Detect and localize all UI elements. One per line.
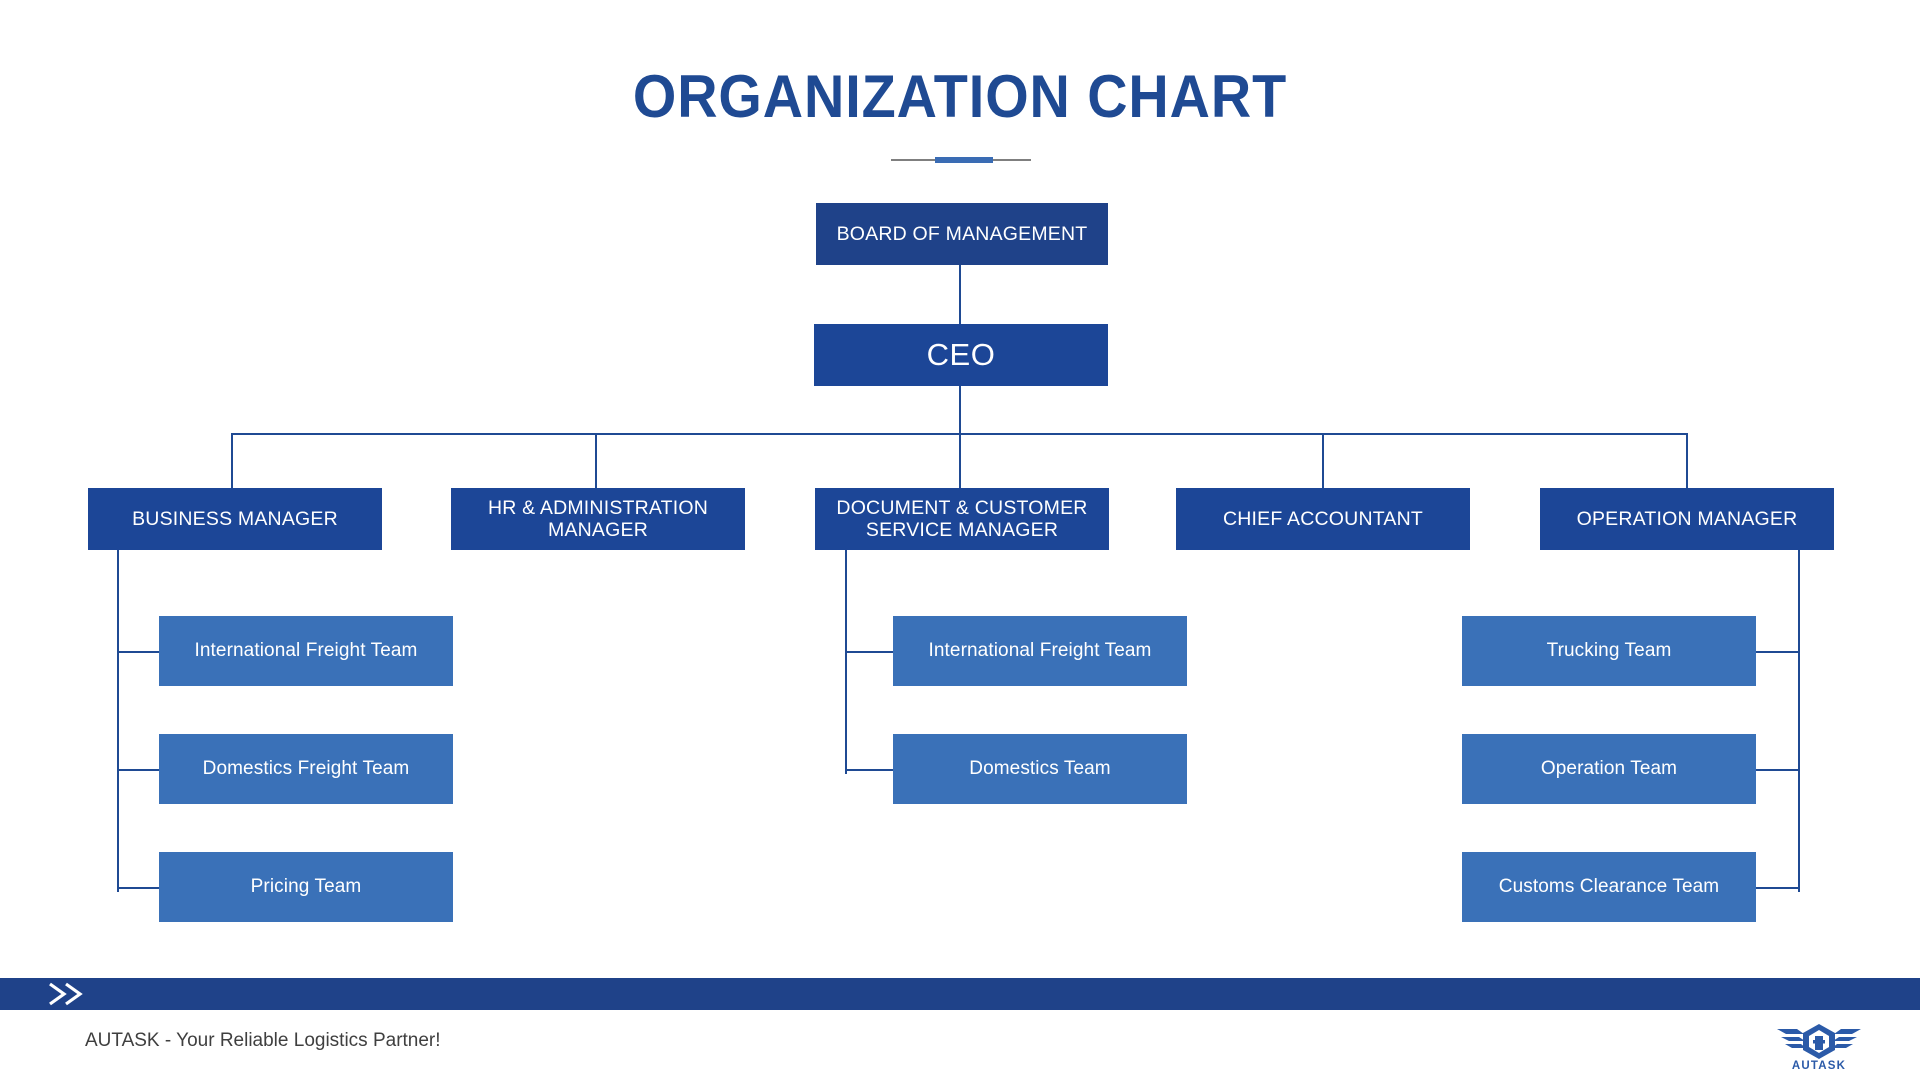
node-document-customer-service-manager[interactable]: DOCUMENT & CUSTOMER SERVICE MANAGER — [815, 488, 1109, 550]
node-label: Operation Team — [1540, 758, 1678, 780]
node-label-line1: DOCUMENT & CUSTOMER — [836, 496, 1088, 519]
connector-drop-hr-admin-manager — [595, 433, 597, 488]
node-hr-administration-manager[interactable]: HR & ADMINISTRATION MANAGER — [451, 488, 745, 550]
node-label: DOCUMENT & CUSTOMER SERVICE MANAGER — [836, 497, 1087, 542]
footer-bar — [0, 978, 1920, 1010]
connector-operation-team-2 — [1756, 769, 1800, 771]
node-document-international-freight-team[interactable]: International Freight Team — [893, 616, 1187, 686]
node-operation-manager[interactable]: OPERATION MANAGER — [1540, 488, 1834, 550]
connector-spine-business-manager — [117, 550, 119, 892]
node-label: International Freight Team — [194, 640, 418, 662]
autask-logo-text: AUTASK — [1791, 1060, 1847, 1072]
connector-drop-chief-accountant — [1322, 433, 1324, 488]
node-business-manager[interactable]: BUSINESS MANAGER — [88, 488, 382, 550]
node-label: Domestics Freight Team — [202, 758, 410, 780]
node-business-pricing-team[interactable]: Pricing Team — [159, 852, 453, 922]
divider-accent-bar — [935, 157, 993, 163]
node-label: International Freight Team — [928, 640, 1152, 662]
node-document-domestics-team[interactable]: Domestics Team — [893, 734, 1187, 804]
node-business-domestics-freight-team[interactable]: Domestics Freight Team — [159, 734, 453, 804]
page-title: ORGANIZATION CHART — [632, 63, 1288, 130]
node-board-of-management[interactable]: BOARD OF MANAGEMENT — [816, 203, 1108, 265]
title-divider — [891, 157, 1031, 163]
connector-spine-document-manager — [845, 550, 847, 774]
double-chevron-right-icon — [49, 982, 83, 1006]
node-operation-trucking-team[interactable]: Trucking Team — [1462, 616, 1756, 686]
node-label-line1: HR & ADMINISTRATION — [487, 496, 709, 519]
connector-business-team-1 — [117, 651, 159, 653]
node-label: BUSINESS MANAGER — [132, 507, 338, 530]
footer-tagline: AUTASK - Your Reliable Logistics Partner… — [85, 1030, 441, 1051]
connector-board-to-ceo — [959, 265, 961, 324]
node-label: OPERATION MANAGER — [1576, 507, 1798, 530]
node-label: Domestics Team — [969, 758, 1111, 780]
connector-document-team-1 — [845, 651, 893, 653]
node-operation-operation-team[interactable]: Operation Team — [1462, 734, 1756, 804]
connector-document-team-2 — [845, 769, 893, 771]
node-label: Trucking Team — [1546, 640, 1672, 662]
node-label: Pricing Team — [250, 876, 362, 898]
connector-business-team-3 — [117, 887, 159, 889]
connector-operation-team-3 — [1756, 887, 1800, 889]
node-label-line2: SERVICE MANAGER — [865, 519, 1059, 541]
node-ceo[interactable]: CEO — [814, 324, 1108, 386]
connector-business-team-2 — [117, 769, 159, 771]
node-label: Customs Clearance Team — [1498, 876, 1720, 898]
autask-logo: AUTASK — [1773, 1022, 1865, 1074]
autask-winged-a-logo-icon — [1777, 1024, 1861, 1059]
node-label: HR & ADMINISTRATION MANAGER — [488, 497, 708, 542]
node-chief-accountant[interactable]: CHIEF ACCOUNTANT — [1176, 488, 1470, 550]
node-label: CHIEF ACCOUNTANT — [1222, 507, 1423, 530]
connector-drop-business-manager — [231, 433, 233, 488]
node-label: BOARD OF MANAGEMENT — [836, 222, 1088, 245]
connector-spine-operation-manager — [1798, 550, 1800, 892]
node-business-international-freight-team[interactable]: International Freight Team — [159, 616, 453, 686]
connector-drop-document-customer-service-manager — [959, 433, 961, 488]
connector-ceo-stem — [959, 386, 961, 433]
connector-drop-operation-manager — [1686, 433, 1688, 488]
node-label: CEO — [926, 337, 996, 373]
node-label-line2: MANAGER — [548, 519, 648, 541]
node-operation-customs-clearance-team[interactable]: Customs Clearance Team — [1462, 852, 1756, 922]
connector-operation-team-1 — [1756, 651, 1800, 653]
